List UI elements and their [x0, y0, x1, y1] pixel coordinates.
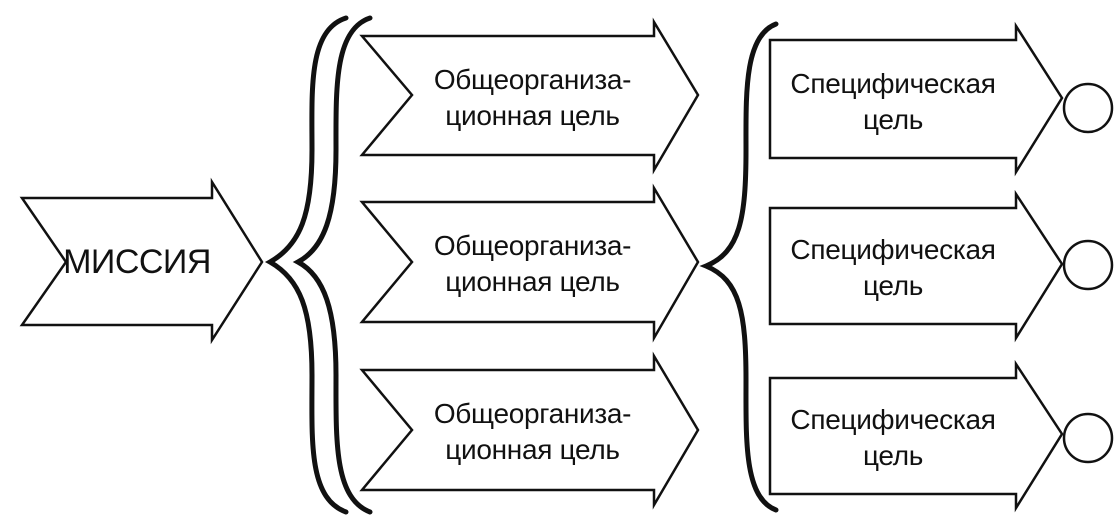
general-goal-arrow-1	[359, 17, 700, 175]
result-circle-2	[1062, 239, 1114, 291]
mission-label: МИССИЯ	[63, 243, 211, 281]
general-goal-arrow-2	[359, 183, 700, 343]
specific-goal-label-3: Специфическая цель	[790, 404, 996, 471]
double-brace-outer	[264, 15, 349, 515]
single-brace	[699, 21, 779, 513]
general-goal-label-1: Общеорганиза- ционная цель	[433, 64, 632, 131]
general-goal-arrow-3	[359, 351, 700, 510]
specific-goal-arrow-3	[768, 359, 1064, 513]
mission-arrow	[19, 177, 264, 345]
general-goal-label-2: Общеорганиза- ционная цель	[433, 230, 632, 297]
result-circle-1	[1062, 82, 1114, 134]
double-brace-inner	[292, 15, 373, 515]
specific-goal-label-1: Специфическая цель	[790, 68, 996, 135]
result-circle-3	[1062, 412, 1114, 464]
specific-goal-arrow-1	[768, 21, 1064, 177]
specific-goal-arrow-2	[768, 189, 1064, 343]
general-goal-label-3: Общеорганиза- ционная цель	[433, 398, 632, 465]
specific-goal-label-2: Специфическая цель	[790, 234, 996, 301]
